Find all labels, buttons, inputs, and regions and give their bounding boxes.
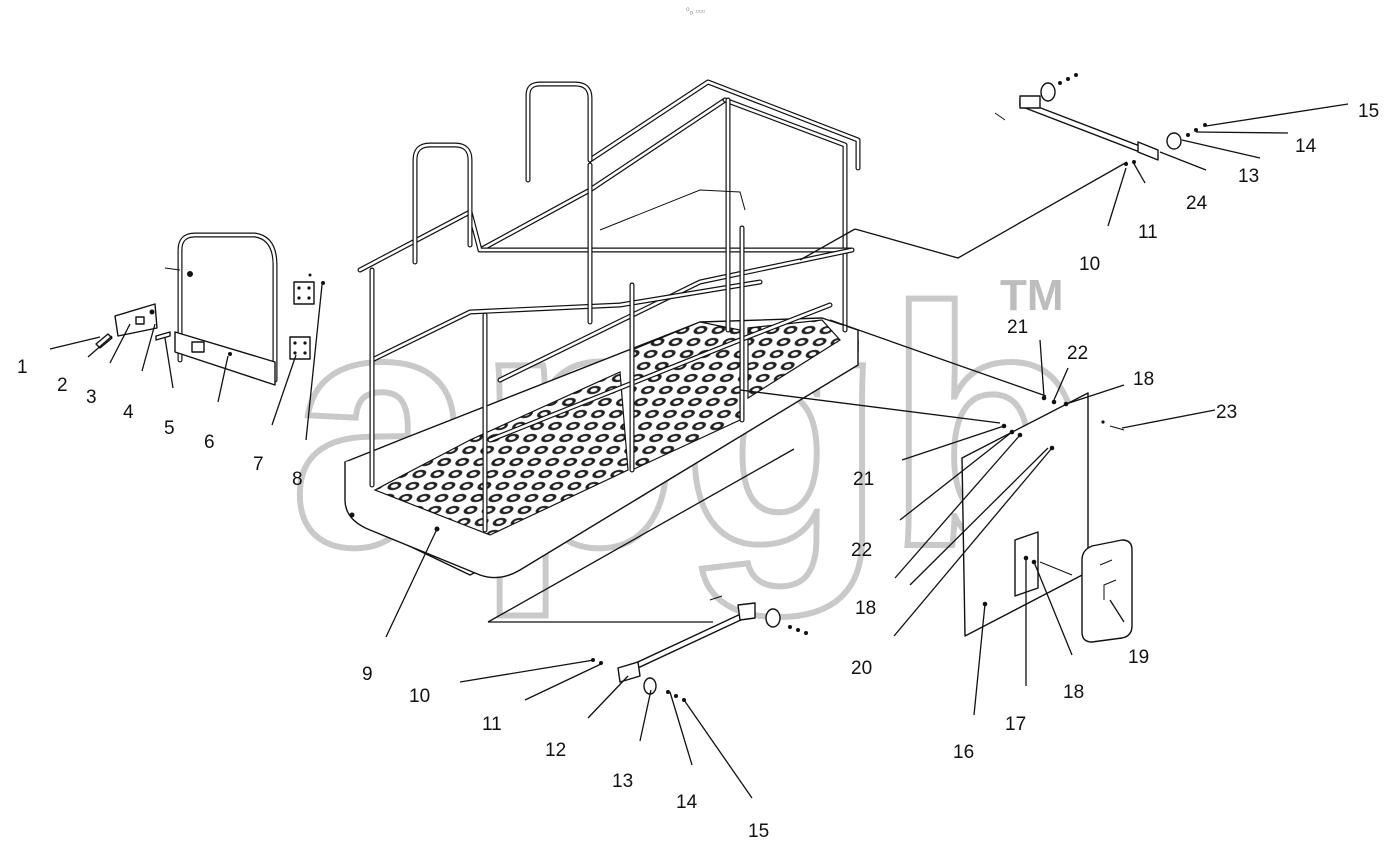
callout-24: 24	[1186, 193, 1208, 214]
side-panel-assembly	[961, 392, 1133, 643]
callout-14-b: 14	[1295, 136, 1317, 157]
callout-8: 8	[292, 469, 303, 490]
leader-lines	[49, 103, 1349, 799]
callout-6: 6	[204, 432, 215, 453]
callout-12: 12	[545, 740, 566, 761]
callout-18-c: 18	[855, 598, 876, 619]
callout-17: 17	[1005, 714, 1026, 735]
latch-assembly	[95, 303, 171, 349]
callout-5: 5	[164, 418, 175, 439]
callout-23: 23	[1216, 402, 1237, 423]
callout-13-b: 13	[1238, 166, 1259, 187]
callout-11-b: 11	[1138, 222, 1158, 243]
callout-7: 7	[253, 454, 264, 475]
callout-11: 11	[482, 714, 502, 735]
callout-20: 20	[851, 658, 872, 679]
callout-numbers: 1 2 3 4 5 6 7 8 9 10 11 12 13 14 15 16 1…	[17, 101, 1379, 842]
gate-part-6	[164, 232, 278, 386]
callout-15: 15	[748, 821, 769, 842]
callout-4: 4	[123, 402, 134, 423]
callout-9: 9	[362, 664, 373, 685]
callout-18-d: 18	[1063, 682, 1084, 703]
callout-16: 16	[953, 742, 974, 763]
callout-1: 1	[17, 357, 28, 378]
callout-10-b: 10	[1079, 254, 1100, 275]
platform-basket	[344, 79, 861, 579]
callout-13: 13	[612, 771, 633, 792]
lower-rod-assembly	[591, 595, 808, 702]
callout-14: 14	[676, 792, 698, 813]
callout-22: 22	[1067, 343, 1088, 364]
callout-3: 3	[86, 387, 97, 408]
callout-15-b: 15	[1358, 101, 1379, 122]
watermark-tm: TM	[1000, 271, 1064, 320]
callout-21-b: 21	[853, 469, 874, 490]
callout-21: 21	[1007, 317, 1028, 338]
hinges	[289, 273, 325, 360]
callout-2: 2	[57, 375, 68, 396]
callout-10: 10	[409, 686, 430, 707]
callout-18-b: 18	[1133, 369, 1154, 390]
callout-19: 19	[1128, 647, 1149, 668]
callout-22-b: 22	[851, 540, 872, 561]
upper-rod-assembly	[994, 73, 1207, 166]
header-mark: ⁰ₒ ▫▫▫	[686, 6, 705, 16]
